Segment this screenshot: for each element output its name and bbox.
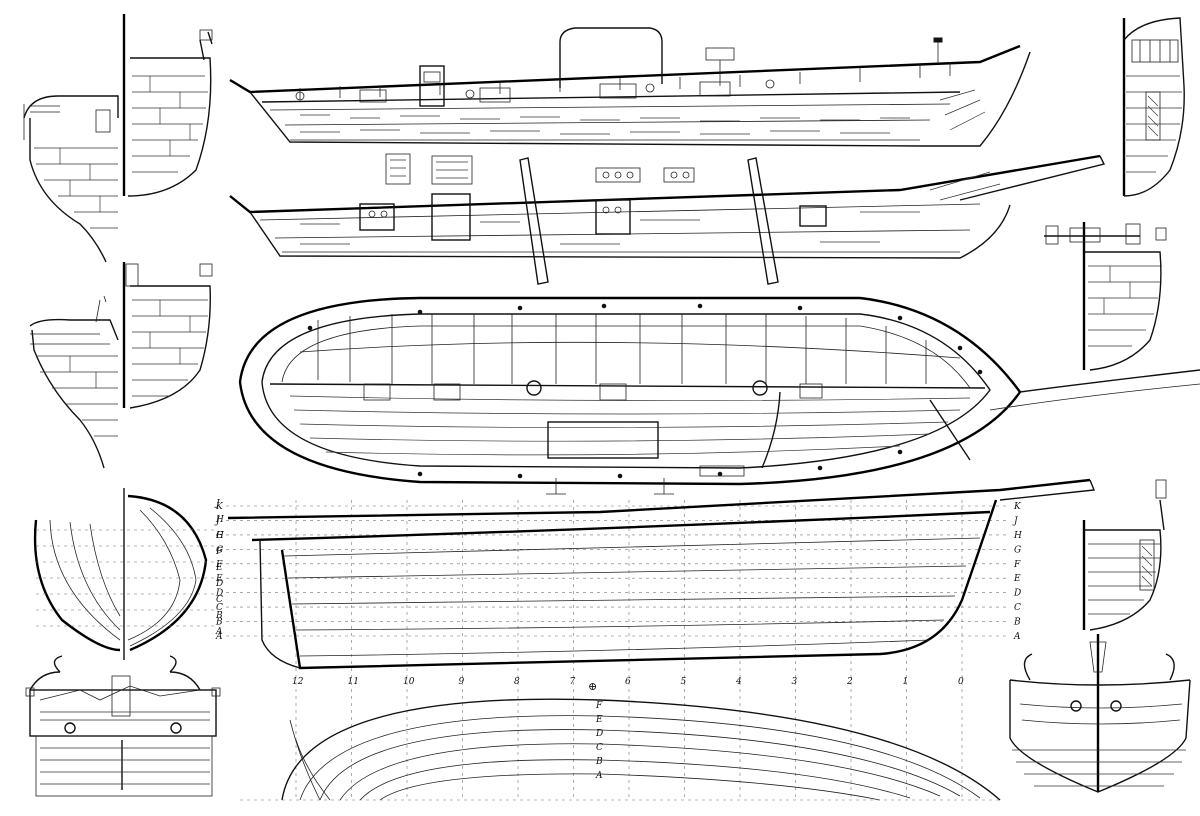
station-label: 3 xyxy=(792,677,798,687)
inboard-profile-upper xyxy=(229,27,1031,147)
station-label: 9 xyxy=(459,677,465,687)
bow-section-mid-left xyxy=(29,262,213,469)
body-plan-label: C xyxy=(216,595,223,605)
body-plan-label: E xyxy=(215,563,223,573)
half-breadth-label: B xyxy=(595,757,603,767)
body-plan-label: F xyxy=(215,547,223,557)
waterline-label-left: D xyxy=(215,589,223,599)
half-breadth-label: D xyxy=(595,729,603,739)
waterline-label-right: D xyxy=(1013,589,1021,599)
station-label: 12 xyxy=(292,677,304,687)
half-breadth-label: C xyxy=(596,743,603,753)
midship-mark: ⊕ xyxy=(588,680,597,693)
waterline-label-left: G xyxy=(216,545,223,555)
station-label: 5 xyxy=(681,677,687,687)
waterline-label-left: C xyxy=(216,603,223,613)
waterline-label-left: F xyxy=(215,560,223,570)
station-label: 11 xyxy=(348,677,359,687)
waterline-label-right: F xyxy=(1013,560,1021,570)
body-plan-label: J xyxy=(214,499,221,509)
stern-section-top-right xyxy=(1122,17,1185,197)
half-breadth-plan xyxy=(240,698,1001,801)
bow-section-mid-right xyxy=(1044,222,1167,371)
bow-view-bottom-right xyxy=(1009,634,1191,793)
waterline-label-left: K xyxy=(215,502,224,512)
stern-section-top-left xyxy=(23,14,213,263)
waterline-label-left: J xyxy=(214,516,221,526)
waterline-grid xyxy=(226,505,1010,637)
half-breadth-label: E xyxy=(595,715,603,725)
body-plan-label: G xyxy=(216,531,223,541)
waterline-label-left: E xyxy=(215,574,223,584)
waterline-label-right: K xyxy=(1013,502,1022,512)
half-breadth-label: F xyxy=(595,701,603,711)
station-label: 10 xyxy=(403,677,415,687)
half-breadth-label: A xyxy=(595,771,603,781)
station-label: 6 xyxy=(625,677,631,687)
waterline-label-right: B xyxy=(1013,618,1021,628)
station-label: 7 xyxy=(570,677,576,687)
body-plan-label: H xyxy=(215,515,224,525)
waterline-label-left: B xyxy=(215,618,223,628)
body-plan-label: A xyxy=(215,627,223,637)
waterline-label-right: E xyxy=(1013,574,1021,584)
body-plan xyxy=(33,488,215,660)
lines-profile xyxy=(226,478,1095,800)
stern-view-bottom-left xyxy=(25,655,221,797)
waterline-label-right: A xyxy=(1013,632,1021,642)
station-label: 8 xyxy=(514,677,520,687)
waterline-label-right: C xyxy=(1014,603,1021,613)
waterline-label-right: G xyxy=(1014,545,1021,555)
inboard-profile-lower xyxy=(229,153,1106,285)
station-label: 1 xyxy=(903,677,909,687)
station-label: 2 xyxy=(846,677,853,687)
station-label: 4 xyxy=(735,677,742,687)
waterline-label-right: J xyxy=(1012,516,1019,526)
waterline-label-right: H xyxy=(1013,531,1022,541)
station-label: 0 xyxy=(958,677,964,687)
body-plan-label: D xyxy=(215,579,223,589)
bow-section-lower-right xyxy=(1082,479,1167,631)
body-plan-label: B xyxy=(215,611,223,621)
deck-plan xyxy=(238,296,1200,495)
waterline-label-left: H xyxy=(215,531,224,541)
waterline-label-left: A xyxy=(215,632,223,642)
